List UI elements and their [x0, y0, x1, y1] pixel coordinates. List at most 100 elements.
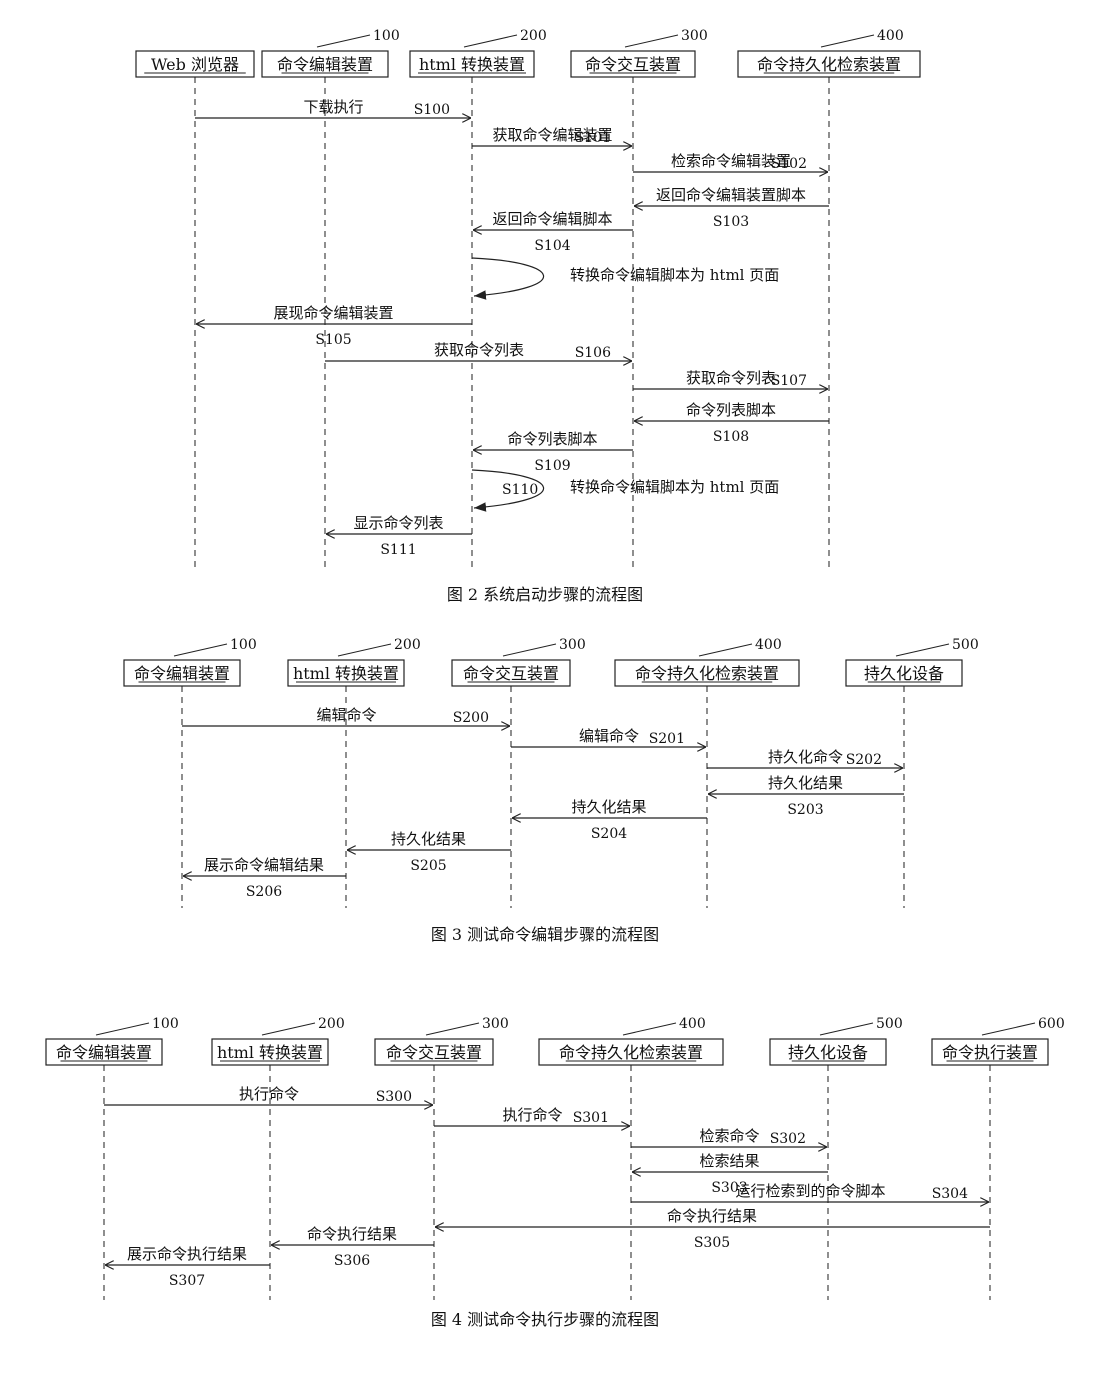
message-label: 返回命令编辑脚本	[492, 210, 612, 228]
message-label: 持久化结果	[391, 830, 466, 848]
message-label: 持久化命令	[768, 748, 843, 766]
message-label: 展示命令编辑结果	[204, 856, 324, 874]
message-label: 编辑命令	[316, 706, 376, 724]
step-number: S203	[787, 802, 823, 818]
reference-leader	[698, 643, 753, 657]
reference-number: 400	[679, 1016, 706, 1032]
step-number: S100	[414, 102, 450, 118]
step-number: S307	[169, 1273, 205, 1289]
participant-label: Web 浏览器	[151, 55, 239, 74]
message-label: 持久化结果	[571, 798, 646, 816]
message: 下载执行 S100	[195, 98, 471, 118]
message: 持久化结果 S205	[347, 830, 511, 874]
reference-leader	[463, 34, 518, 48]
message-label: 显示命令列表	[353, 514, 443, 532]
reference-number: 200	[520, 28, 547, 44]
message-label: 检索结果	[699, 1152, 759, 1170]
step-number: S110	[502, 482, 538, 498]
step-number: S206	[246, 884, 282, 900]
step-number: S107	[771, 373, 807, 389]
reference-leader	[819, 1022, 874, 1036]
step-number: S105	[315, 332, 351, 348]
reference-number: 300	[681, 28, 708, 44]
reference-number: 100	[152, 1016, 179, 1032]
reference-number: 300	[482, 1016, 509, 1032]
step-number: S300	[376, 1089, 412, 1105]
participant-label: 持久化设备	[864, 664, 944, 683]
reference-number: 600	[1038, 1016, 1065, 1032]
participant-label: html 转换装置	[217, 1043, 323, 1062]
figure-caption: 图 4 测试命令执行步骤的流程图	[431, 1310, 659, 1329]
message-label: 展示命令执行结果	[127, 1245, 247, 1263]
step-number: S303	[711, 1180, 747, 1196]
figure-caption: 图 2 系统启动步骤的流程图	[447, 585, 643, 604]
step-number: S204	[591, 826, 627, 842]
message-label: 编辑命令	[579, 727, 639, 745]
participant-label: 持久化设备	[788, 1043, 868, 1062]
reference-number: 300	[559, 637, 586, 653]
participant-label: 命令编辑装置	[277, 55, 373, 74]
reference-leader	[622, 1022, 677, 1036]
message-label: 持久化结果	[768, 774, 843, 792]
participant-label: 命令交互装置	[585, 55, 681, 74]
reference-leader	[981, 1022, 1036, 1036]
step-number: S304	[932, 1186, 968, 1202]
message-label: 转换命令编辑脚本为 html 页面	[570, 478, 779, 496]
figure-caption: 图 3 测试命令编辑步骤的流程图	[431, 925, 659, 944]
message-label: 获取命令编辑装置	[492, 126, 612, 144]
self-message-arrow	[471, 257, 545, 300]
message: 持久化结果 S203	[708, 774, 904, 818]
step-number: S101	[575, 130, 611, 146]
reference-number: 400	[877, 28, 904, 44]
reference-number: 400	[755, 637, 782, 653]
step-number: S301	[573, 1110, 609, 1126]
step-number: S205	[410, 858, 446, 874]
message-label: 运行检索到的命令脚本	[735, 1182, 885, 1200]
message-label: 返回命令编辑装置脚本	[656, 186, 806, 204]
message: 编辑命令 S200	[182, 706, 510, 726]
reference-number: 200	[394, 637, 421, 653]
reference-leader	[502, 643, 557, 657]
participant-label: html 转换装置	[419, 55, 525, 74]
reference-leader	[316, 34, 371, 48]
reference-number: 200	[318, 1016, 345, 1032]
message-label: 执行命令	[239, 1085, 299, 1103]
message: 持久化结果 S204	[512, 798, 707, 842]
participant-label: 命令交互装置	[463, 664, 559, 683]
message: 转换命令编辑脚本为 html 页面	[471, 257, 779, 300]
message-label: 下载执行	[303, 98, 363, 116]
step-number: S102	[771, 156, 807, 172]
reference-leader	[895, 643, 950, 657]
step-number: S108	[713, 429, 749, 445]
message-label: 获取命令列表	[686, 369, 776, 387]
step-number: S202	[846, 752, 882, 768]
step-number: S109	[534, 458, 570, 474]
step-number: S200	[453, 710, 489, 726]
message: 展示命令编辑结果 S206	[183, 856, 346, 900]
message: 运行检索到的命令脚本 S304	[631, 1182, 989, 1202]
message-label: 获取命令列表	[434, 341, 524, 359]
